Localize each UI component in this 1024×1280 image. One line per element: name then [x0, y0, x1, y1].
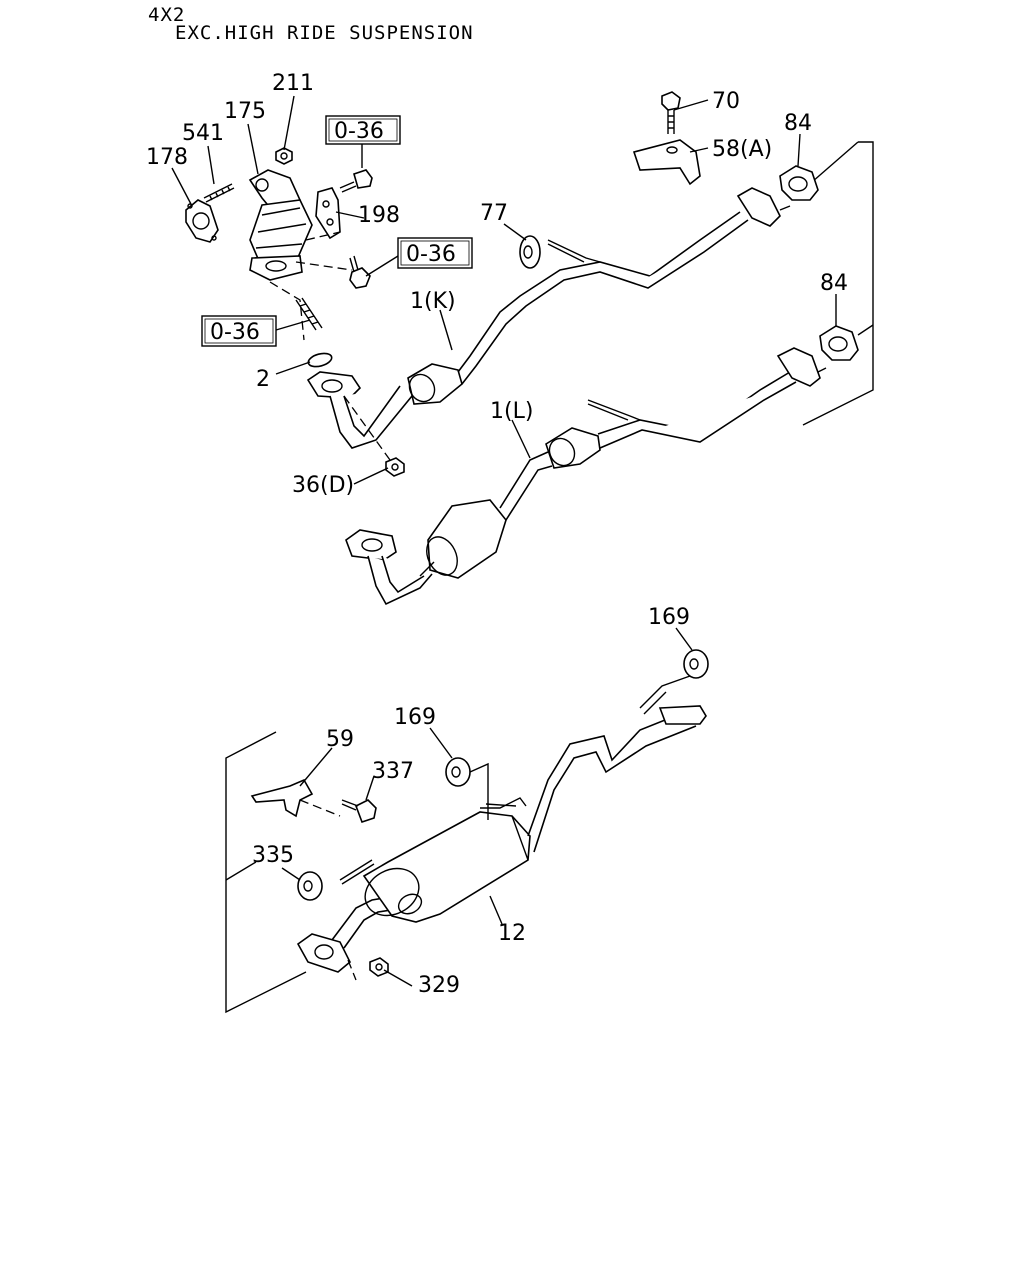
- bolt-upper: [339, 150, 373, 193]
- ring-gasket-2: [307, 352, 333, 368]
- ref-label-middle: 0-36: [406, 242, 456, 267]
- front-pipe-1k: [306, 187, 791, 449]
- callout-36d: 36(D): [292, 473, 354, 498]
- catalytic-converter-175: [248, 169, 313, 281]
- nut-36d: [385, 457, 405, 477]
- front-pipe-1l: [345, 347, 827, 606]
- rubber-hanger-335: [297, 871, 323, 901]
- callout-2: 2: [256, 367, 270, 392]
- callout-198: 198: [358, 203, 400, 228]
- callout-175: 175: [224, 99, 266, 124]
- callout-1k: 1(K): [410, 289, 456, 314]
- gasket-84-upper: [779, 165, 819, 201]
- callout-335: 335: [252, 843, 294, 868]
- header-variant: EXC.HIGH RIDE SUSPENSION: [175, 22, 474, 44]
- callout-84-lower: 84: [820, 271, 848, 296]
- callout-541: 541: [182, 121, 224, 146]
- leader-lines: [171, 95, 837, 987]
- bolt-lower: [349, 255, 371, 289]
- bracket-59: [250, 778, 341, 818]
- bracket-58a: [632, 139, 701, 186]
- callout-169-lower: 169: [394, 705, 436, 730]
- rubber-hanger-169-upper: [683, 649, 709, 679]
- callout-169-upper: 169: [648, 605, 690, 630]
- callout-84-upper: 84: [784, 111, 812, 136]
- bolt-70: [661, 91, 681, 134]
- ref-label-upper: 0-36: [334, 119, 384, 144]
- header-drive-type: 4X2: [148, 4, 186, 26]
- ref-box-lower: 0-36: [201, 315, 277, 347]
- callout-1l: 1(L): [490, 399, 533, 424]
- callout-59: 59: [326, 727, 354, 752]
- gasket-84-lower: [819, 325, 859, 361]
- stud-541: [203, 183, 235, 203]
- muffler-12: [296, 675, 707, 973]
- nut-211: [275, 147, 293, 165]
- rubber-hanger-77: [519, 235, 541, 269]
- heat-shield-bracket-198: [315, 187, 341, 240]
- callout-12: 12: [498, 921, 526, 946]
- ref-box-upper: 0-36: [325, 115, 401, 145]
- assembly-bracket-upper: [802, 141, 874, 426]
- ref-box-middle: 0-36: [397, 237, 473, 269]
- assembly-bracket-lower: [225, 731, 307, 1014]
- callout-337: 337: [372, 759, 414, 784]
- bolt-337: [341, 799, 377, 824]
- callout-77: 77: [480, 201, 508, 226]
- nut-329: [369, 957, 389, 977]
- rubber-hanger-169-lower: [445, 757, 471, 787]
- stud-lower: [295, 297, 323, 331]
- gasket-178: [185, 199, 219, 243]
- callout-329: 329: [418, 973, 460, 998]
- callout-178: 178: [146, 145, 188, 170]
- ref-label-lower: 0-36: [210, 320, 260, 345]
- callout-211: 211: [272, 71, 314, 96]
- callout-58a: 58(A): [712, 137, 772, 162]
- callout-70: 70: [712, 89, 740, 114]
